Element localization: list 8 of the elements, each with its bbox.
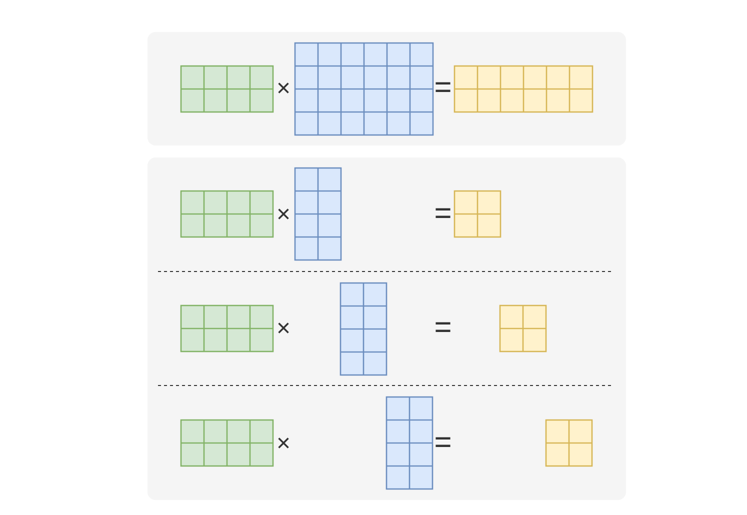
operator-symbol: = <box>434 73 452 103</box>
operator-symbol: × <box>276 77 290 101</box>
operator-symbol: = <box>434 428 452 458</box>
operator-symbol: × <box>276 317 290 341</box>
operator-symbol: = <box>434 198 452 228</box>
operator-symbol: × <box>276 202 290 226</box>
operator-symbol: × <box>276 432 290 456</box>
operator-symbol: = <box>434 313 452 343</box>
